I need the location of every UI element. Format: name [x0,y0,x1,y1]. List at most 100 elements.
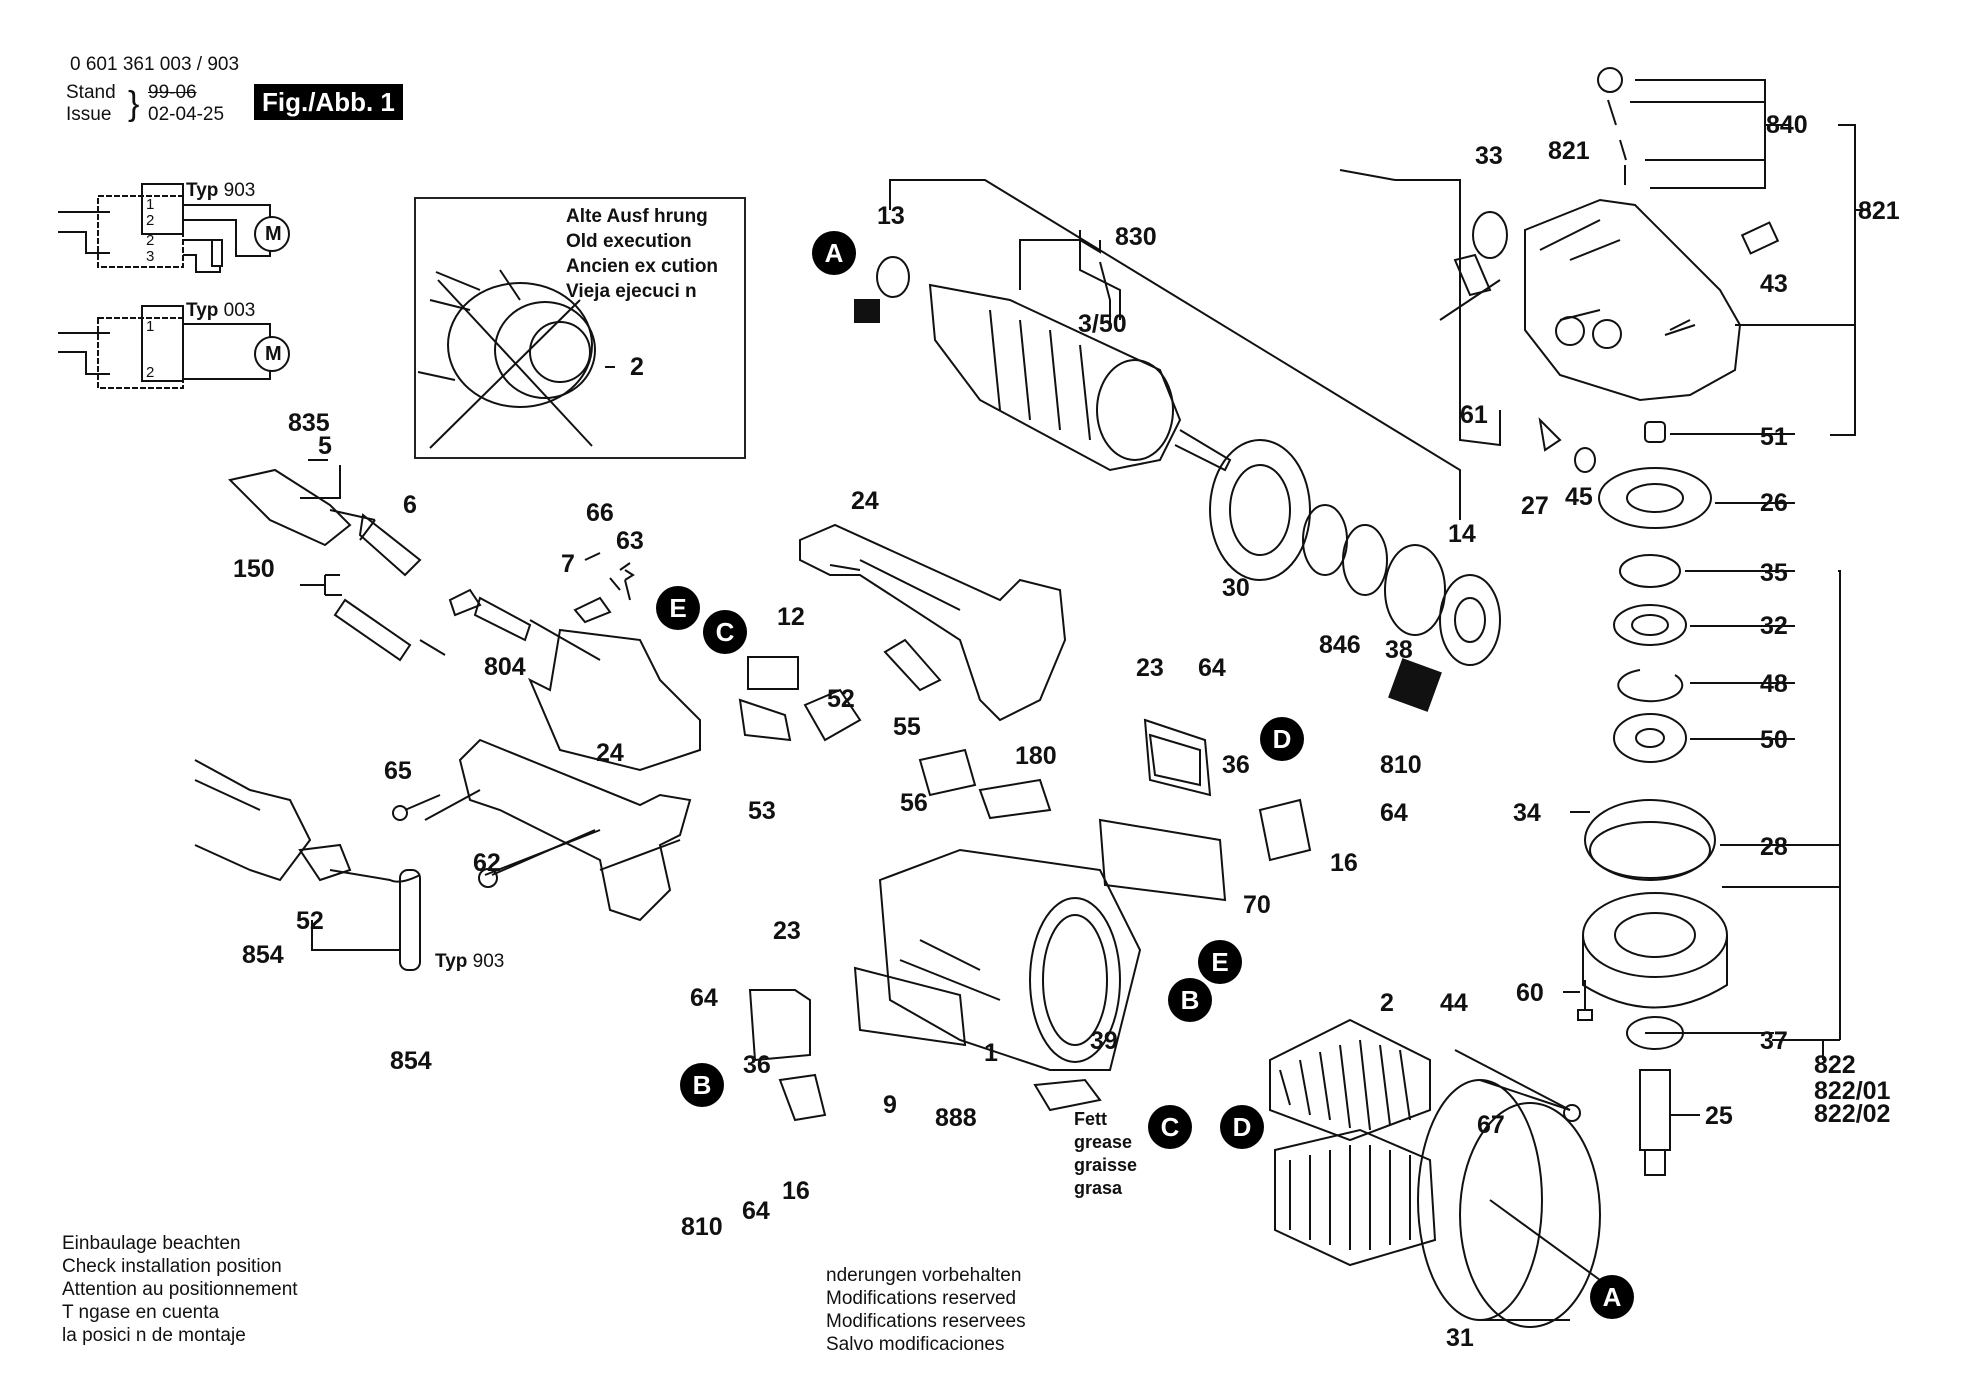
motor-symbol-903: M [265,223,282,245]
callout-854: 854 [390,1047,432,1075]
callout-7: 7 [561,550,575,578]
screws [392,552,631,888]
stand-label: Stand [66,82,116,103]
handle-lower [458,738,692,922]
terminal-label: 2 [146,364,155,381]
old-execution-box [414,197,746,459]
brush-covers [748,718,1312,1122]
callout-150: 150 [233,555,275,583]
callout-63: 63 [616,527,644,555]
power-cord [228,459,942,772]
typ-903-label: Typ 903 [435,951,505,972]
callout-52: 52 [827,685,855,713]
callout-9: 9 [883,1091,897,1119]
end-cover [1417,1079,1601,1328]
callout-26: 26 [1760,489,1788,517]
connector-badge-b-stator: B [1168,978,1212,1022]
callout-822-02: 822/02 [1814,1100,1891,1128]
note-line: Vieja ejecuci n [566,281,697,302]
callout-64-right: 64 [1380,799,1408,827]
callout-804: 804 [484,653,526,681]
installation-note: Einbaulage beachten Check installation p… [62,1232,298,1347]
terminal-label: 2 [146,232,155,249]
callout-821-knob: 821 [1548,137,1590,165]
note-line: Modifications reservees [826,1311,1026,1332]
callout-27: 27 [1521,492,1549,520]
motor-housing [878,848,1142,1071]
callout-1: 1 [984,1039,998,1067]
note-line: Fett [1074,1109,1107,1129]
callout-61: 61 [1460,401,1488,429]
wiring-diagram-903 [58,183,290,273]
note-line: nderungen vorbehalten [826,1265,1022,1286]
callout-23-upper: 23 [1136,654,1164,682]
callout-2: 2 [1380,989,1394,1017]
callout-830: 830 [1115,223,1157,251]
note-line: grease [1074,1132,1133,1152]
callout-822: 822 [1814,1051,1856,1079]
callout-62: 62 [473,849,501,877]
note-line: Alte Ausf hrung [566,206,708,227]
part-number: 0 601 361 003 / 903 [70,54,240,75]
callout-835: 835 [288,409,330,437]
wiring-diagram-003 [58,305,290,389]
callout-25: 25 [1705,1102,1733,1130]
callout-821: 821 [1858,197,1900,225]
callout-840: 840 [1766,111,1808,139]
connector-badge-e: E [656,586,700,630]
grease-note: Fett grease graisse grasa [1074,1108,1137,1200]
callout-51: 51 [1760,423,1788,451]
callout-32: 32 [1760,612,1788,640]
callout-48: 48 [1760,670,1788,698]
callout-3-50: 3/50 [1078,310,1127,338]
note-line: Modifications reserved [826,1288,1017,1309]
note-line: Ancien ex cution [566,256,719,277]
callout-24-upper: 24 [851,487,879,515]
callout-34: 34 [1513,799,1541,827]
wiring-type-003: Typ 003 [186,300,256,321]
stator [1269,1018,1437,1267]
fan-and-bearings [1209,439,1501,712]
callout-56: 56 [900,789,928,817]
old-execution-note: Alte Ausf hrung Old execution Ancien ex … [566,204,718,304]
connector-badge-a-cover: A [1590,1275,1634,1319]
callout-65: 65 [384,757,412,785]
callout-45: 45 [1565,483,1593,511]
note-line: Attention au positionnement [62,1279,298,1300]
callout-6: 6 [403,491,417,519]
handle-upper [799,523,1067,722]
connector-badge-e-stator: E [1198,940,1242,984]
switch-partial-view [194,759,421,971]
callout-28: 28 [1760,833,1788,861]
callout-13: 13 [877,202,905,230]
note-line: T ngase en cuenta [62,1302,220,1323]
armature [854,256,1232,472]
callout-16-lower: 16 [782,1177,810,1205]
callout-810-upper: 810 [1380,751,1422,779]
callout-24-lower: 24 [596,739,624,767]
issue-value: 02-04-25 [148,104,225,125]
callout-36-upper: 36 [1222,751,1250,779]
callout-39: 39 [1090,1027,1118,1055]
connector-badge-b: B [680,1063,724,1107]
callout-810-lower: 810 [681,1213,723,1241]
callout-36-lower: 36 [743,1051,771,1079]
callout-55: 55 [893,713,921,741]
brace-icon: } [128,85,140,123]
callout-67: 67 [1477,1111,1505,1139]
note-line: Old execution [566,231,692,252]
terminal-label: 2 [146,212,155,229]
callout-12: 12 [777,603,805,631]
note-line: Check installation position [62,1256,282,1277]
stand-value: 99-06 [148,82,197,103]
gear-housing [1439,67,1780,473]
callout-64-lower-a: 64 [690,984,718,1012]
note-line: Salvo modificaciones [826,1334,1005,1355]
callout-846: 846 [1319,631,1361,659]
callout-60: 60 [1516,979,1544,1007]
callout-30: 30 [1222,574,1250,602]
callout-44: 44 [1440,989,1468,1017]
connector-badge-c-stator: C [1148,1105,1192,1149]
callout-31: 31 [1446,1324,1474,1352]
